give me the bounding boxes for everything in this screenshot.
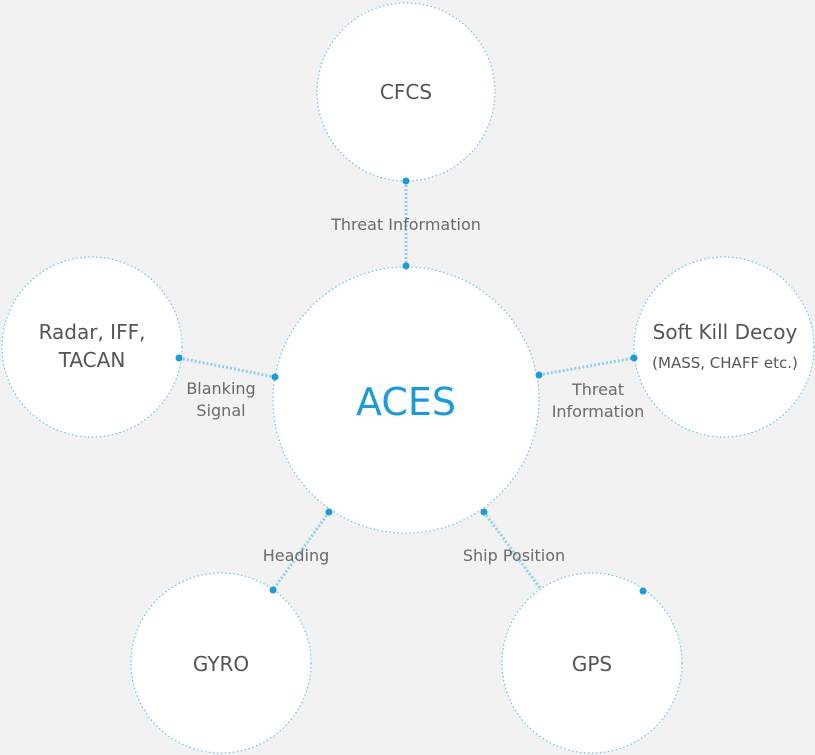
aces-node [272,266,540,534]
connector-dot [269,586,277,594]
edge-label-threat: Threat [571,380,624,399]
gyro-node [130,572,312,754]
gyro-label: GYRO [193,652,249,676]
radar-label-line2: TACAN [58,348,126,372]
connector-radar-aces [178,356,276,379]
radar-node [1,256,183,438]
edge-label-threat-information: Threat Information [330,215,481,234]
cfcs-node [316,2,496,182]
soft-kill-label-line1: Soft Kill Decoy [653,320,798,344]
aces-label: ACES [356,380,456,424]
connector-dot [325,508,333,516]
edge-label-signal: Signal [196,401,245,420]
soft-kill-label-line2: (MASS, CHAFF etc.) [652,354,798,372]
connector-softkill-aces [538,356,635,377]
edge-label-heading: Heading [263,546,330,565]
edge-label-information: Information [552,402,645,421]
connector-dot [402,177,410,185]
connector-dot [535,371,543,379]
radar-label-line1: Radar, IFF, [39,320,146,344]
connector-dot [271,373,279,381]
connector-dot [402,262,410,270]
connector-gyro-aces [271,511,331,591]
gps-label: GPS [572,652,612,676]
edge-label-ship-position: Ship Position [463,546,565,565]
connector-dot [639,587,647,595]
cfcs-label: CFCS [380,80,432,104]
connector-dot [630,354,638,362]
connector-dot [175,354,183,362]
gps-node [501,572,683,754]
edge-label-blanking: Blanking [186,379,255,398]
soft-kill-node [633,256,815,438]
connector-dot [480,508,488,516]
